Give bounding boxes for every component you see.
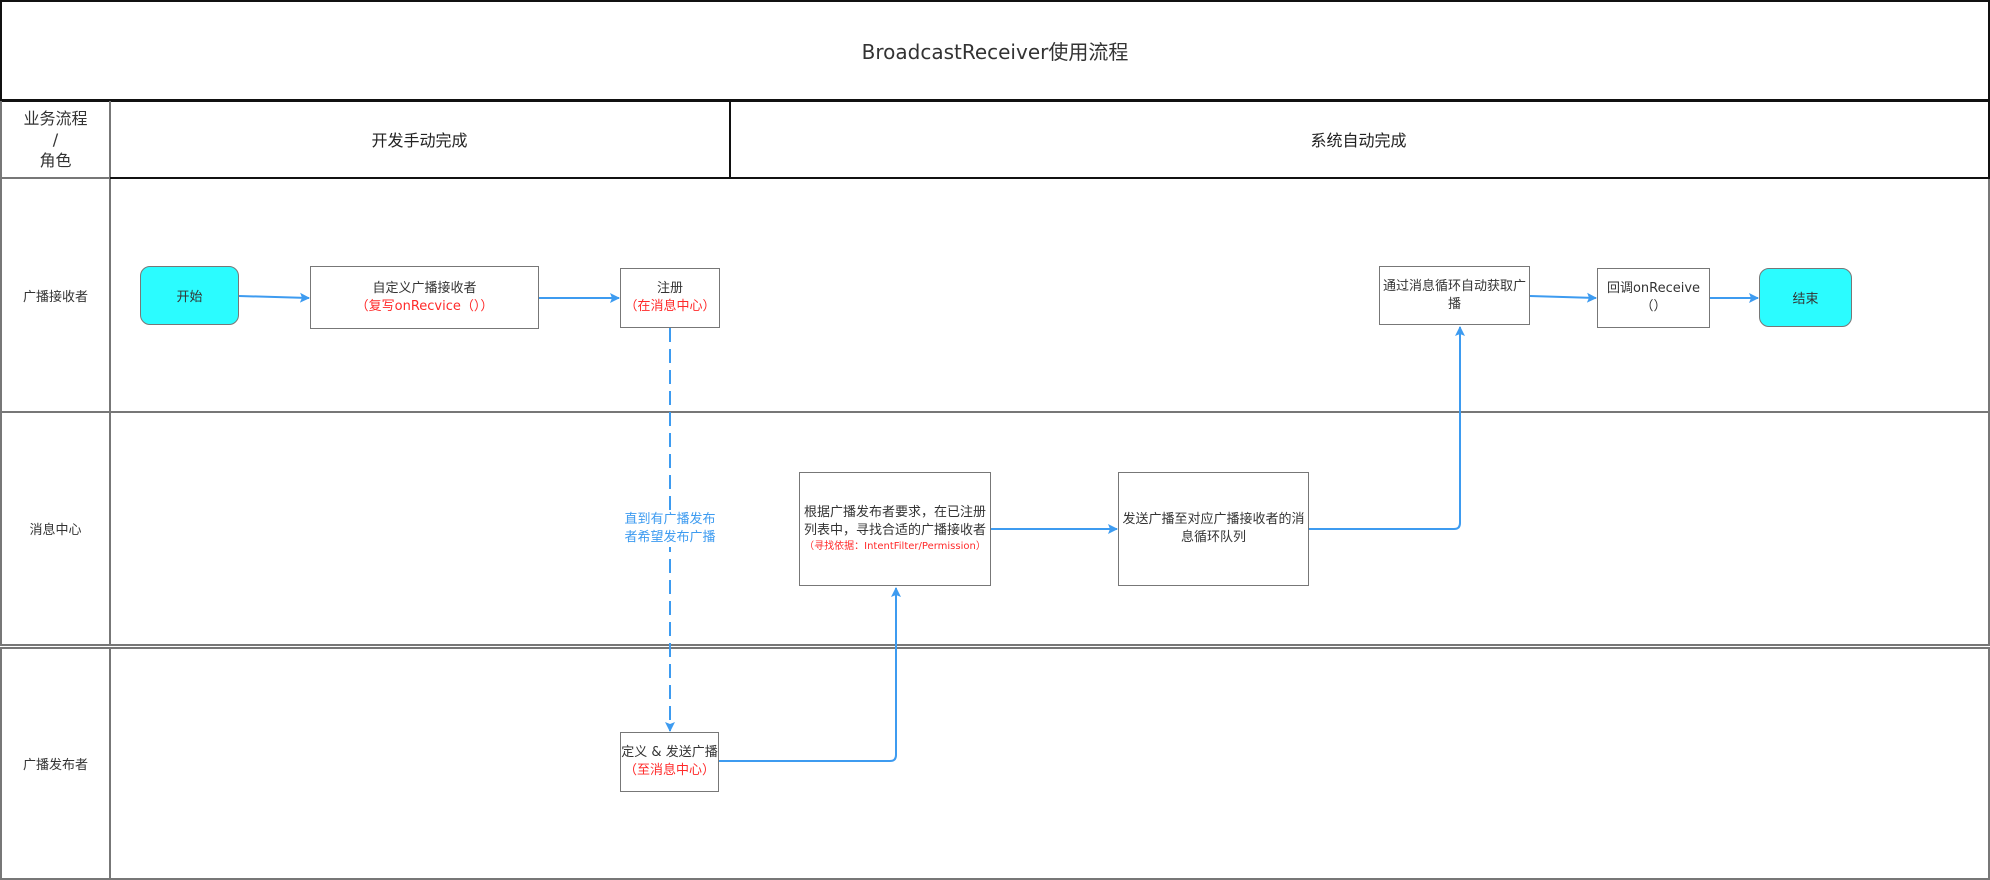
phase-system-auto: 系统自动完成 xyxy=(729,101,1990,179)
phase-label: 系统自动完成 xyxy=(1310,131,1407,150)
node-text: 通过消息循环自动获取广播 xyxy=(1382,278,1526,312)
node-text: 回调onReceive（） xyxy=(1606,281,1701,314)
loop-fetch-node: 通过消息循环自动获取广播 xyxy=(1379,266,1530,325)
callback-node: 回调onReceive（） xyxy=(1597,268,1710,328)
lane-label-text: 广播发布者 xyxy=(22,758,88,773)
start-node: 开始 xyxy=(140,266,239,325)
phase-developer-manual: 开发手动完成 xyxy=(110,101,731,179)
role-header: 业务流程 / 角色 xyxy=(0,101,111,179)
role-header-line: 角色 xyxy=(39,150,72,170)
node-text: 自定义广播接收者 xyxy=(372,280,477,296)
node-text: 息循环队列 xyxy=(1180,530,1246,545)
match-receiver-node: 根据广播发布者要求，在已注册 列表中，寻找合适的广播接收者 （寻找依据：Inte… xyxy=(799,472,991,586)
node-text: 列表中，寻找合适的广播接收者 xyxy=(803,523,986,538)
lane-label-publisher: 广播发布者 xyxy=(0,647,111,880)
wait-note-line: 者希望发布广播 xyxy=(624,530,716,545)
start-label: 开始 xyxy=(176,290,203,305)
lane-label-message-center: 消息中心 xyxy=(0,412,111,646)
diagram-title: BroadcastReceiver使用流程 xyxy=(0,0,1990,102)
node-highlight-text: （至消息中心） xyxy=(623,763,715,778)
node-highlight-text: （在消息中心） xyxy=(624,299,716,314)
wait-note: 直到有广播发布 者希望发布广播 xyxy=(615,511,725,547)
lane-label-receiver: 广播接收者 xyxy=(0,179,111,413)
node-highlight-text: （复写onRecvice（）） xyxy=(355,298,494,314)
node-text: 根据广播发布者要求，在已注册 xyxy=(803,505,986,520)
wait-note-line: 直到有广播发布 xyxy=(624,512,716,527)
lane-label-text: 消息中心 xyxy=(29,522,82,538)
lane-publisher xyxy=(110,647,1990,880)
register-node: 注册 （在消息中心） xyxy=(620,268,720,328)
define-send-node: 定义 & 发送广播 （至消息中心） xyxy=(620,732,719,792)
lane-label-text: 广播接收者 xyxy=(22,289,88,305)
role-header-line: 业务流程 xyxy=(23,108,88,128)
send-queue-node: 发送广播至对应广播接收者的消 息循环队列 xyxy=(1118,472,1309,586)
role-header-line: / xyxy=(52,129,59,149)
node-highlight-text: （寻找依据：IntentFilter/Permission） xyxy=(804,541,986,552)
end-node: 结束 xyxy=(1759,268,1852,327)
lane-message-center xyxy=(110,412,1990,646)
end-label: 结束 xyxy=(1792,292,1819,307)
node-text: 定义 & 发送广播 xyxy=(621,745,718,760)
lane-receiver xyxy=(110,179,1990,413)
node-text: 注册 xyxy=(656,281,683,296)
custom-receiver-node: 自定义广播接收者 （复写onRecvice（）） xyxy=(310,266,539,329)
node-text: 发送广播至对应广播接收者的消 xyxy=(1122,512,1305,527)
phase-label: 开发手动完成 xyxy=(371,131,468,150)
